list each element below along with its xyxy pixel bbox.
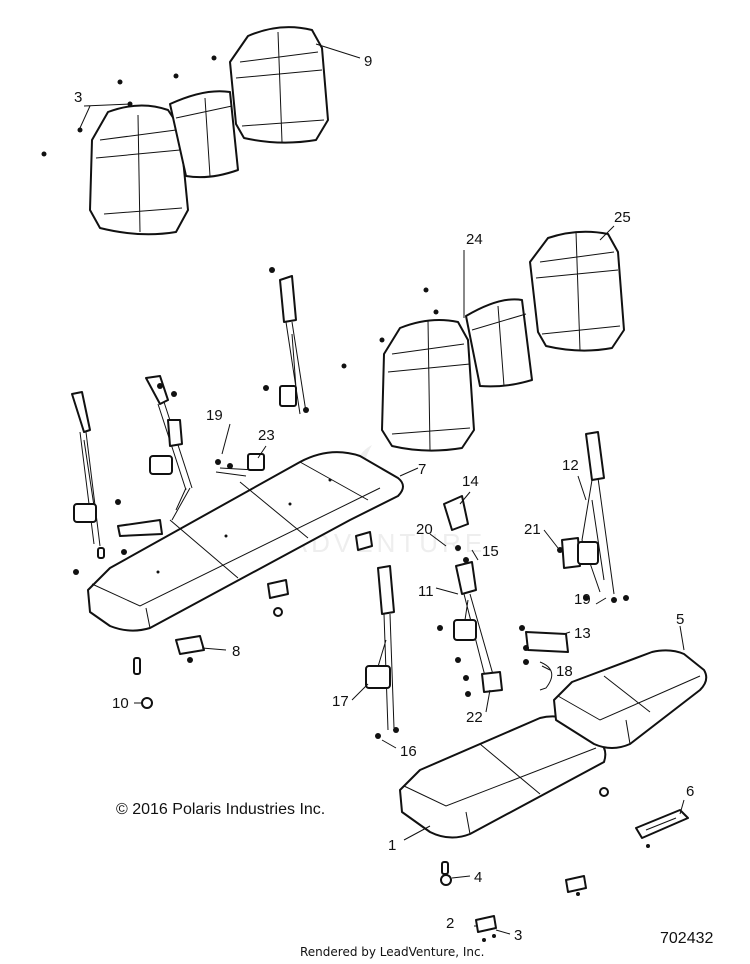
callout-9: 9	[364, 53, 372, 70]
callout-15: 15	[482, 543, 499, 560]
buckle-left	[215, 453, 265, 477]
callout-5: 5	[676, 611, 684, 628]
callout-19b: 19	[574, 591, 591, 608]
seat-belt-center-front	[365, 565, 395, 731]
seat-belt-left-center	[145, 375, 193, 521]
floor-bracket-bottom	[565, 875, 587, 893]
callout-3b: 3	[514, 927, 522, 944]
floor-bracket-8	[175, 635, 205, 655]
callout-3a: 3	[74, 89, 82, 106]
floor-bracket-2	[475, 915, 497, 933]
seat-back-front-left	[381, 319, 475, 452]
fasteners	[73, 267, 650, 942]
callout-22: 22	[466, 709, 483, 726]
callout-10: 10	[112, 695, 129, 712]
copyright-text: © 2016 Polaris Industries Inc.	[116, 801, 326, 818]
misc-bracket-left	[267, 531, 373, 599]
bench-seat-long	[87, 451, 404, 632]
bracket-14	[443, 495, 469, 531]
seat-bottom-front	[399, 715, 607, 839]
seat-belt-middle-right	[453, 561, 503, 693]
seat-back-fasteners-2	[341, 287, 439, 369]
seat-back-rear-left	[89, 104, 189, 236]
callout-20: 20	[416, 521, 433, 538]
callout-21: 21	[524, 521, 541, 538]
seat-back-front-right	[529, 230, 625, 352]
seat-back-rear-center	[169, 90, 239, 179]
seat-bottom-rear	[553, 649, 708, 749]
callout-6: 6	[686, 783, 694, 800]
floor-bracket-6	[635, 809, 689, 839]
seat-back-rear-right	[229, 26, 329, 144]
callout-12: 12	[562, 457, 579, 474]
seat-belt-left-outer	[71, 391, 163, 547]
callout-17: 17	[332, 693, 349, 710]
callout-2: 2	[446, 915, 454, 932]
callout-14: 14	[462, 473, 479, 490]
callout-8: 8	[232, 643, 240, 660]
callout-13: 13	[574, 625, 591, 642]
callouts: 3 9 24 25 7 12 14 20 15 11 21 19 13 18 2…	[74, 53, 694, 944]
rendered-by-text: Rendered by LeadVenture, Inc.	[300, 945, 485, 959]
callout-25: 25	[614, 209, 631, 226]
seat-belt-center-pillar	[279, 275, 307, 415]
buckle-harness	[525, 631, 569, 691]
callout-1: 1	[388, 837, 396, 854]
callout-11: 11	[418, 583, 434, 600]
seat-belt-right-rear	[561, 431, 615, 595]
callout-16: 16	[400, 743, 417, 760]
callout-23: 23	[258, 427, 275, 444]
leader-lines	[79, 43, 685, 935]
callout-19a: 19	[206, 407, 223, 424]
seat-back-front-center	[465, 298, 533, 388]
callout-24: 24	[466, 231, 483, 248]
diagram-number: 702432	[660, 930, 714, 947]
callout-4: 4	[474, 869, 482, 886]
callout-7: 7	[418, 461, 426, 478]
callout-18: 18	[556, 663, 573, 680]
